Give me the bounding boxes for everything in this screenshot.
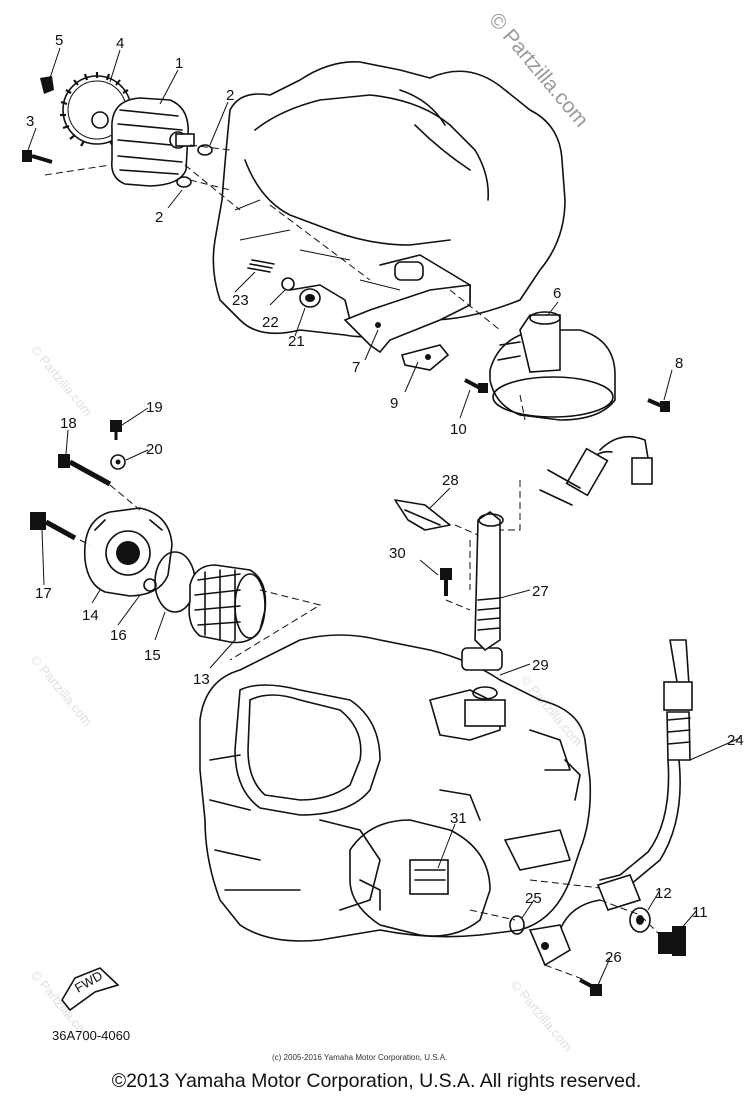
part-code: 36A700-4060 — [52, 1028, 130, 1043]
fitting-lower — [509, 874, 642, 967]
part-21 — [299, 288, 321, 308]
pipe-27 — [474, 511, 504, 652]
watermark-repeat: © Partzilla.com — [508, 977, 576, 1054]
callout-31: 31 — [450, 810, 467, 827]
part-22 — [281, 277, 295, 291]
callout-14: 14 — [82, 607, 99, 624]
callout-26: 26 — [605, 949, 622, 966]
bolt-18 — [58, 454, 112, 487]
part-29 — [461, 647, 506, 727]
callout-labels: 1 2 2 3 4 5 6 7 8 9 10 11 12 13 14 15 16… — [26, 32, 744, 966]
oil-pipe-upper — [539, 435, 653, 506]
bolt-8 — [647, 398, 670, 412]
callout-20: 20 — [146, 441, 163, 458]
part-23 — [247, 259, 275, 273]
callout-4: 4 — [116, 35, 124, 52]
callout-29: 29 — [532, 657, 549, 674]
callout-11: 11 — [692, 904, 708, 921]
bolt-5 — [40, 76, 54, 94]
oil-filter-13 — [188, 564, 267, 644]
callout-10: 10 — [450, 421, 467, 438]
callout-24: 24 — [727, 732, 744, 749]
callout-22: 22 — [262, 314, 279, 331]
callout-23: 23 — [232, 292, 249, 309]
oil-pump-gear — [60, 72, 134, 147]
callout-9: 9 — [390, 395, 398, 412]
o-ring-2b — [176, 176, 192, 188]
callout-16: 16 — [110, 627, 127, 644]
oil-pump-body — [110, 97, 195, 187]
upper-crankcase — [212, 61, 566, 338]
callout-2b: 2 — [155, 209, 163, 226]
bolt-30 — [440, 568, 452, 596]
callout-25: 25 — [525, 890, 542, 907]
callout-15: 15 — [144, 647, 161, 664]
callout-8: 8 — [675, 355, 683, 372]
callout-13: 13 — [193, 671, 210, 688]
clip-28 — [394, 499, 451, 531]
callout-7: 7 — [352, 359, 360, 376]
bolt-19 — [110, 420, 122, 440]
callout-17: 17 — [35, 585, 52, 602]
bolt-26 — [579, 978, 602, 996]
callout-21: 21 — [288, 333, 305, 350]
part-6-cover — [489, 311, 616, 421]
fwd-arrow: FWD — [61, 967, 120, 1012]
bolt-11 — [658, 926, 686, 956]
callout-6: 6 — [553, 285, 561, 302]
callout-19: 19 — [146, 399, 163, 416]
lower-crankcase — [199, 634, 592, 942]
washer-12 — [629, 907, 651, 933]
callout-5: 5 — [55, 32, 63, 49]
small-copyright: (c) 2005-2016 Yamaha Motor Corporation, … — [272, 1053, 447, 1062]
part-9 — [400, 344, 450, 371]
watermark-repeats: © Partzilla.com © Partzilla.com © Partzi… — [28, 342, 586, 1054]
callout-27: 27 — [532, 583, 549, 600]
callout-18: 18 — [60, 415, 77, 432]
callout-3: 3 — [26, 113, 34, 130]
watermark-repeat: © Partzilla.com — [28, 342, 96, 419]
callout-2a: 2 — [226, 87, 234, 104]
callout-1: 1 — [175, 55, 183, 72]
o-ring-2a — [197, 144, 213, 156]
filter-cover-14 — [83, 507, 173, 597]
watermark-repeat: © Partzilla.com — [28, 652, 96, 729]
callout-30: 30 — [389, 545, 406, 562]
watermark-main: © Partzilla.com — [484, 8, 593, 131]
callout-28: 28 — [442, 472, 459, 489]
washer-20 — [110, 454, 126, 470]
hose-24 — [599, 639, 693, 894]
bolt-3 — [22, 150, 53, 164]
callout-12: 12 — [655, 885, 672, 902]
leader-lines — [27, 47, 741, 986]
bolt-17 — [30, 512, 77, 541]
copyright-notice: ©2013 Yamaha Motor Corporation, U.S.A. A… — [111, 1070, 642, 1092]
o-ring-16 — [143, 578, 157, 592]
bolt-10 — [464, 378, 488, 393]
